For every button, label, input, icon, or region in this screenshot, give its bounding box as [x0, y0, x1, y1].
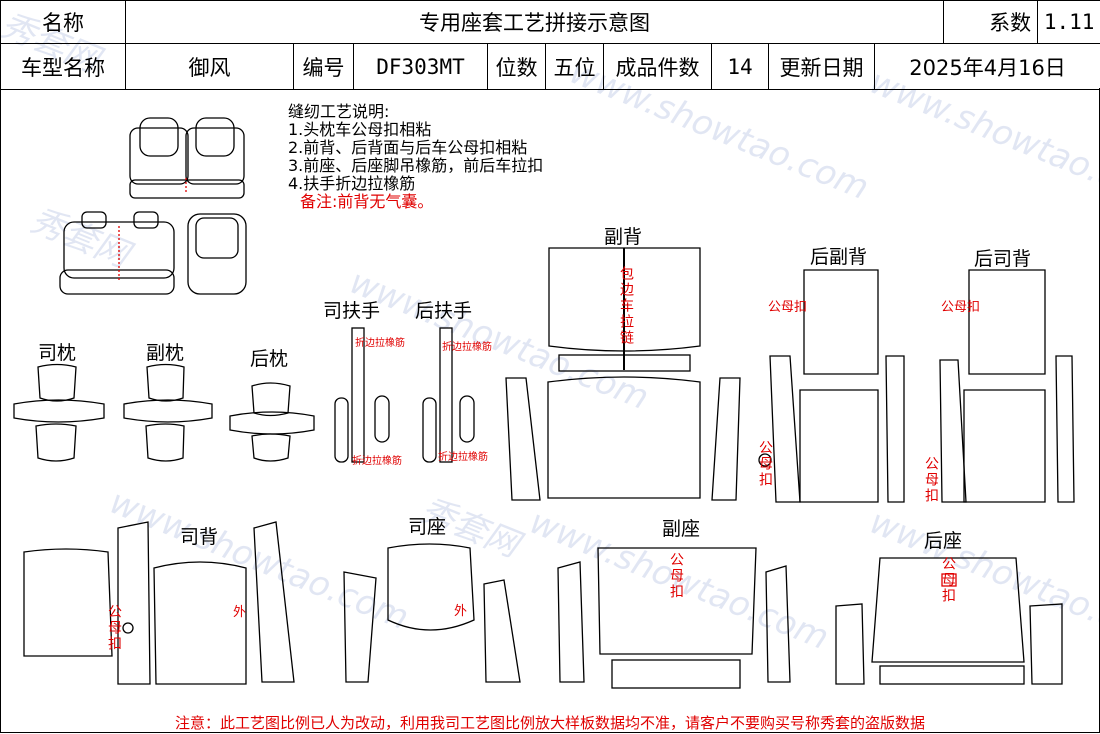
- label-rear-passenger-back: 后副背: [810, 246, 868, 268]
- annotation-zipper-edge: 包边车拉链: [618, 266, 634, 346]
- code-value: DF303MT: [353, 43, 488, 90]
- rear-armrest-pieces: [422, 327, 475, 463]
- driver-armrest-pieces: [334, 327, 390, 463]
- pieces-label: 成品件数: [603, 43, 712, 90]
- driver-headrest-pieces: [13, 363, 105, 462]
- rear-seat-pieces: [835, 557, 1063, 685]
- label-rear-seat: 后座: [924, 530, 963, 552]
- footer-warning: 注意：此工艺图比例已人为改动，利用我司工艺图比例放大样板数据均不准，请客户不要购…: [174, 714, 925, 732]
- passenger-back-pieces: [505, 247, 741, 501]
- page-title: 专用座套工艺拼接示意图: [124, 0, 945, 44]
- passenger-seat-pieces: [557, 547, 791, 689]
- notes-line-2: 2.前背、后背面与后车公母扣相粘: [288, 138, 528, 157]
- label-rear-driver-back: 后司背: [974, 248, 1032, 270]
- annotation-outer: 外: [233, 605, 247, 620]
- front-seats-thumbnail: [129, 117, 245, 199]
- date-label: 更新日期: [768, 43, 875, 90]
- annotation-vertical-snap: 公母扣: [923, 456, 939, 504]
- driver-back-pieces: [23, 521, 295, 685]
- rear-passenger-back-pieces: [758, 269, 905, 503]
- label-driver-seat: 司座: [408, 516, 447, 538]
- label-rear-headrest: 后枕: [250, 348, 289, 370]
- annotation-outer: 外: [454, 604, 468, 619]
- notes-title: 缝纫工艺说明:: [288, 102, 390, 121]
- header-table: 名称 专用座套工艺拼接示意图 系数 1.11 车型名称 御风 编号 DF303M…: [0, 0, 1100, 90]
- annotation-snap: 公母扣: [941, 300, 981, 315]
- rear-bench-thumbnail: [59, 211, 247, 295]
- notes-line-1: 1.头枕车公母扣相粘: [288, 120, 432, 139]
- label-passenger-seat: 副座: [662, 518, 701, 540]
- annotation-fold-elastic: 折边拉橡筋: [442, 342, 492, 353]
- annotation-fold-elastic: 折边拉橡筋: [438, 452, 488, 463]
- label-driver-headrest: 司枕: [38, 342, 77, 364]
- coef-label: 系数: [943, 0, 1039, 44]
- label-rear-armrest: 后扶手: [415, 300, 473, 322]
- sewing-notes: 缝纫工艺说明: 1.头枕车公母扣相粘 2.前背、后背面与后车公母扣相粘 3.前座…: [288, 103, 543, 211]
- label-passenger-headrest: 副枕: [146, 342, 185, 364]
- label-driver-back: 司背: [180, 526, 219, 548]
- notes-remark: 备注:前背无气囊。: [300, 192, 434, 211]
- model-value: 御风: [125, 43, 294, 90]
- annotation-vertical-snap: 公母扣: [106, 604, 122, 652]
- seats-value: 五位: [545, 43, 604, 90]
- annotation-fold-elastic: 折边拉橡筋: [355, 338, 405, 349]
- annotation-fold-elastic: 折边拉橡筋: [352, 456, 402, 467]
- name-label: 名称: [0, 0, 126, 44]
- label-passenger-back: 副背: [604, 226, 643, 248]
- annotation-vertical-snap: 公母扣: [668, 552, 684, 600]
- notes-line-4: 4.扶手折边拉橡筋: [288, 174, 416, 193]
- label-driver-armrest: 司扶手: [323, 300, 381, 322]
- annotation-vertical-snap: 公母扣: [757, 440, 773, 488]
- code-label: 编号: [293, 43, 354, 90]
- driver-seat-pieces: [343, 543, 521, 683]
- annotation-snap: 公母扣: [768, 300, 808, 315]
- notes-line-3: 3.前座、后座脚吊橡筋，前后车拉扣: [288, 156, 544, 175]
- passenger-headrest-pieces: [123, 363, 213, 462]
- rear-driver-back-pieces: [939, 269, 1075, 503]
- rear-headrest-pieces: [229, 382, 315, 462]
- seats-label: 位数: [487, 43, 546, 90]
- annotation-vertical-snap: 公母扣: [940, 556, 956, 604]
- pieces-value: 14: [711, 43, 769, 90]
- date-value: 2025年4月16日: [873, 43, 1100, 90]
- model-label: 车型名称: [0, 43, 126, 90]
